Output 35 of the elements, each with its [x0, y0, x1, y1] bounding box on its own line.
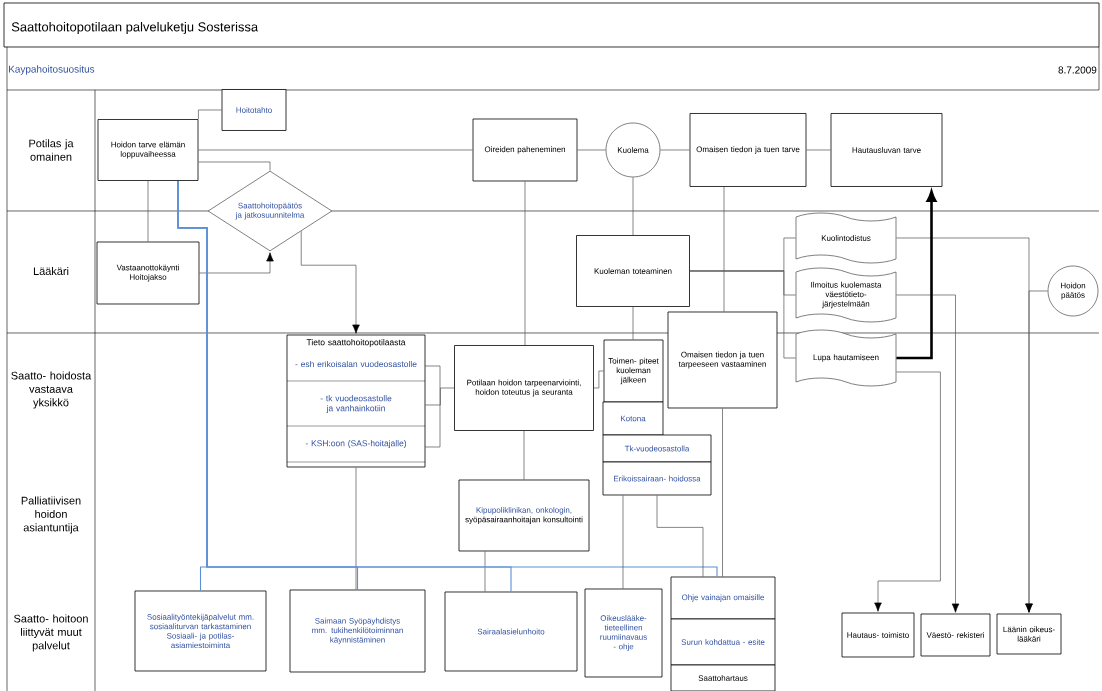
connector	[896, 294, 960, 613]
connector	[656, 495, 704, 577]
connector	[874, 371, 941, 612]
connector	[723, 186, 725, 312]
connector	[484, 551, 486, 592]
connector	[689, 270, 796, 359]
connector	[199, 252, 274, 274]
connector	[523, 430, 525, 480]
connector	[660, 149, 690, 151]
connector	[425, 387, 455, 406]
connector	[198, 161, 271, 171]
connector	[355, 467, 357, 590]
connector	[632, 177, 634, 236]
link: Kaypahoitosuositus	[9, 65, 95, 75]
title: Saattohoitopotilaan palveluketju Sosterissa	[11, 21, 259, 35]
connector	[300, 230, 360, 334]
connector	[524, 181, 526, 346]
connector	[1025, 290, 1048, 613]
lane-label: Potilas ja omainen	[29, 139, 74, 161]
connector	[632, 306, 634, 340]
date: 8.7.2009	[1058, 66, 1097, 74]
connector	[577, 149, 606, 151]
connector	[806, 149, 831, 151]
connector	[147, 180, 149, 242]
connector	[198, 109, 222, 120]
lane-label: Palliatiivisen hoidon asiantuntija	[21, 496, 81, 534]
info-box: Tieto saattohoitopotilaasta - esh erikoisalan vuodeosastolle - tk vuodeosastolle ja vanhainkotiin - KSH:oon (SAS-hoitajalle)	[286, 334, 426, 468]
connector	[593, 370, 604, 389]
lane-label: Saatto- hoitoon liittyvät muut palvelut	[14, 614, 88, 652]
connector	[177, 180, 718, 578]
lane-label: Saatto- hoidosta vastaava yksikkö	[11, 371, 92, 409]
lane-label: Lääkäri	[33, 267, 69, 275]
connector	[622, 495, 624, 589]
connector	[198, 149, 473, 151]
connector	[722, 408, 723, 577]
